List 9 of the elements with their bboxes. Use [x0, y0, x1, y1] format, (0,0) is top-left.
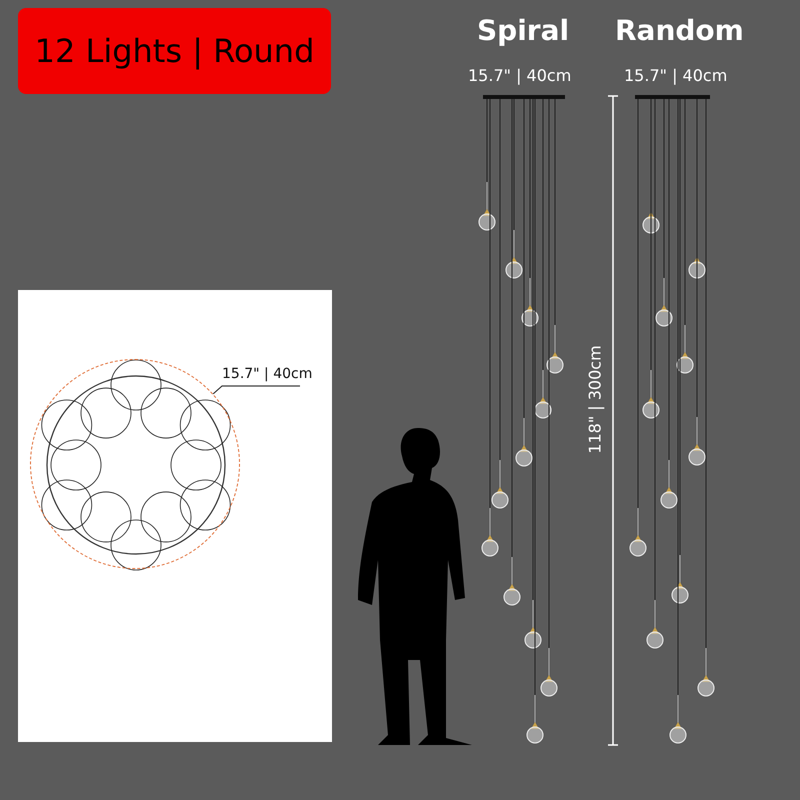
- dimension-text: 15.7" | 40cm: [468, 66, 572, 85]
- style-heading: Random: [615, 14, 744, 47]
- leader-line: [212, 386, 300, 394]
- dimension-text: 15.7" | 40cm: [624, 66, 728, 85]
- title-banner: 12 Lights | Round: [18, 8, 331, 94]
- dimension-text: 15.7" | 40cm: [220, 366, 314, 386]
- dimension-text: 118" | 300cm: [586, 344, 604, 456]
- person-silhouette: [358, 428, 472, 745]
- style-heading: Spiral: [477, 14, 570, 47]
